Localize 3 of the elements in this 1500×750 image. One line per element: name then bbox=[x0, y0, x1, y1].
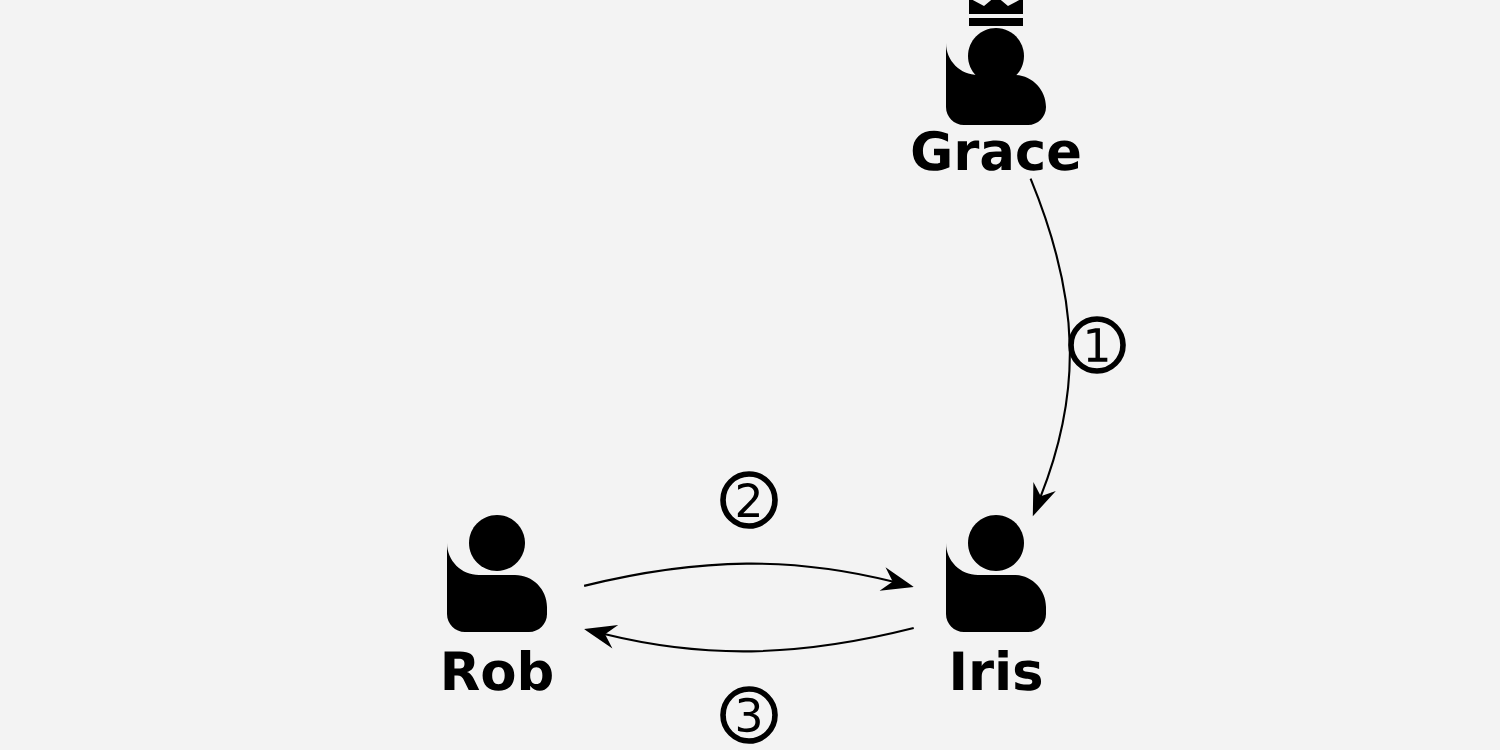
node-label: Grace bbox=[912, 130, 1080, 171]
edge-label: 3 bbox=[720, 686, 778, 744]
person-with-crown: Grace bbox=[912, 0, 1080, 171]
